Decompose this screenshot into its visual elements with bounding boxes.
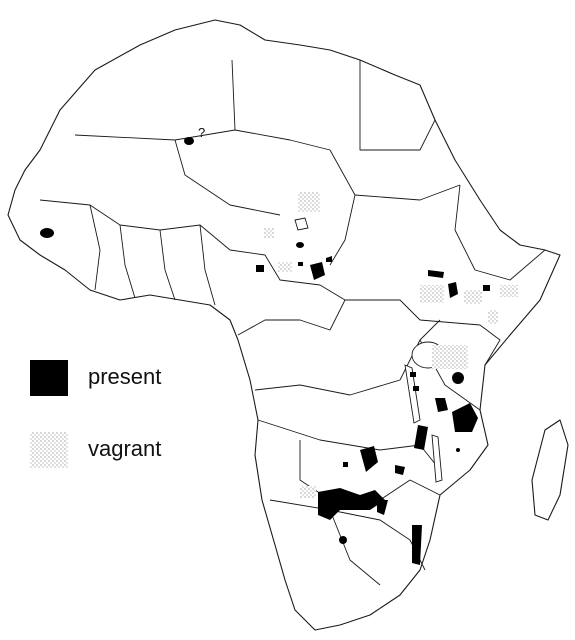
present-patch bbox=[318, 488, 385, 520]
lake-malawi bbox=[431, 434, 443, 483]
present-patch bbox=[296, 242, 304, 248]
present-range-patches bbox=[40, 137, 490, 565]
lake-tanganyika bbox=[404, 364, 421, 424]
vagrant-patch bbox=[488, 310, 498, 324]
uncertain-record-marker: ? bbox=[198, 125, 205, 140]
present-patch bbox=[40, 228, 54, 238]
legend-present-label: present bbox=[88, 364, 162, 389]
vagrant-patch bbox=[300, 486, 316, 498]
present-patch bbox=[413, 386, 419, 391]
present-patch bbox=[410, 372, 416, 377]
present-patch bbox=[360, 446, 378, 472]
africa-continent-outline bbox=[7, 19, 561, 631]
present-patch bbox=[298, 262, 303, 266]
madagascar-outline bbox=[531, 419, 569, 521]
present-patch bbox=[448, 282, 458, 298]
vagrant-patch bbox=[432, 345, 468, 369]
legend-present-swatch bbox=[30, 360, 68, 396]
present-patch bbox=[428, 270, 444, 278]
vagrant-patch bbox=[464, 290, 482, 304]
present-patch bbox=[339, 536, 347, 544]
vagrant-patch bbox=[500, 285, 518, 297]
legend-vagrant-label: vagrant bbox=[88, 436, 162, 461]
present-patch bbox=[452, 372, 464, 384]
vagrant-record-patches bbox=[264, 192, 518, 498]
country-borders bbox=[39, 59, 546, 586]
present-patch bbox=[412, 525, 422, 565]
present-patch bbox=[435, 398, 448, 412]
present-patch bbox=[184, 137, 194, 145]
present-patch bbox=[343, 462, 348, 467]
present-patch bbox=[414, 425, 428, 450]
present-patch bbox=[452, 403, 478, 432]
lake-chad bbox=[294, 217, 309, 231]
present-patch bbox=[256, 265, 264, 272]
vagrant-patch bbox=[420, 285, 444, 303]
present-patch bbox=[483, 285, 490, 291]
present-patch bbox=[377, 500, 388, 515]
present-patch bbox=[456, 448, 460, 452]
present-patch bbox=[310, 262, 325, 280]
legend-vagrant-swatch bbox=[30, 432, 68, 468]
present-patch bbox=[326, 256, 332, 262]
vagrant-patch bbox=[264, 228, 274, 238]
vagrant-patch bbox=[298, 192, 320, 212]
vagrant-patch bbox=[278, 262, 292, 272]
present-patch bbox=[395, 465, 405, 475]
